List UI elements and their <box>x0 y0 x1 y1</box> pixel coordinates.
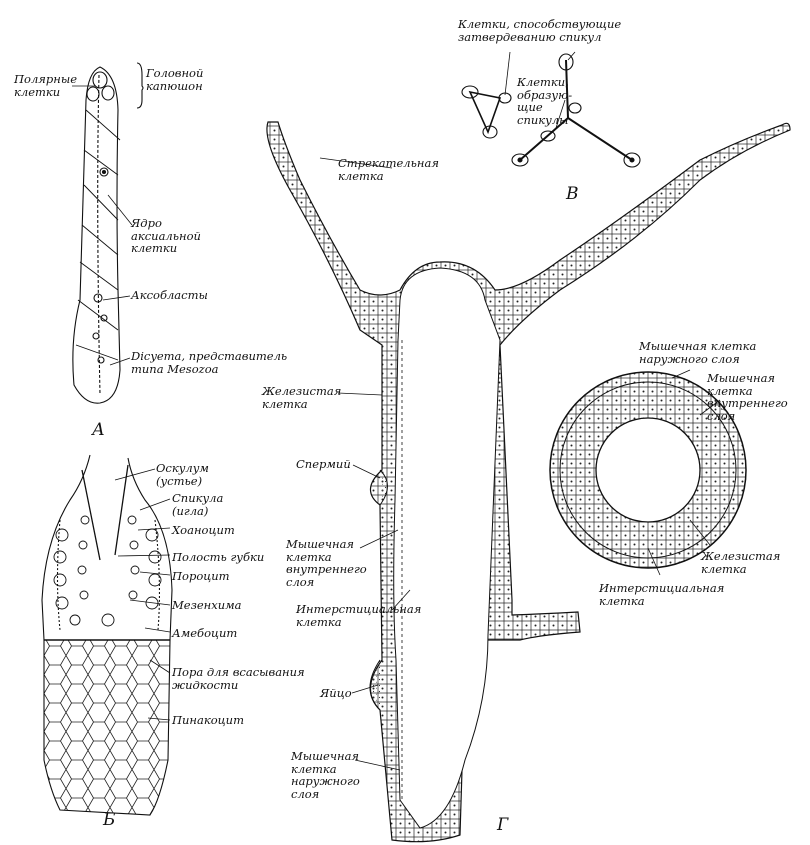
label-head-cap: Головной капюшон <box>146 66 204 93</box>
label-cnidocyte: Стрекательная клетка <box>338 156 439 183</box>
panel-letter-c: В <box>566 184 579 204</box>
label-interstitial: Интерстициальная клетка <box>296 602 422 629</box>
panel-letter-d: Г <box>497 815 509 835</box>
label-sponge-cavity: Полость губки <box>172 550 265 564</box>
label-mesenchyme: Мезенхима <box>172 598 242 612</box>
label-axoblasts: Аксобласты <box>131 288 208 302</box>
panel-a-dicyema <box>72 62 144 404</box>
label-gland-cell: Железистая клетка <box>262 384 342 411</box>
label-section-muscle-inner: Мышечная клетка внутреннего слоя <box>707 371 788 423</box>
label-forming-cells: Клетки, образую- щие спикулы <box>517 75 573 127</box>
label-section-gland: Железистая клетка <box>701 549 781 576</box>
label-spicule: Спикула (игла) <box>172 491 224 518</box>
label-axial-nucleus: Ядро аксиальной клетки <box>131 216 201 255</box>
label-muscle-outer: Мышечная клетка наружного слоя <box>291 749 360 801</box>
panel-d-hydra <box>266 121 791 843</box>
label-pinacocyte: Пинакоцит <box>172 713 244 727</box>
label-polar-cells: Полярные клетки <box>14 72 77 99</box>
label-spermary: Спермий <box>296 457 351 471</box>
label-muscle-inner: Мышечная клетка внутреннего слоя <box>286 537 367 589</box>
panel-letter-a: А <box>92 420 105 440</box>
label-section-muscle-outer: Мышечная клетка наружного слоя <box>639 339 757 366</box>
panel-letter-b: Б <box>103 810 116 830</box>
label-hardening-cells: Клетки, способствующие затвердеванию спи… <box>458 17 622 44</box>
label-pore: Пора для всасывания жидкости <box>172 665 305 692</box>
panel-c-spicule <box>461 51 641 168</box>
panel-b-sponge <box>41 454 173 816</box>
label-osculum: Оскулум (устье) <box>156 461 209 488</box>
label-amoebocyte: Амебоцит <box>172 626 238 640</box>
label-choanocyte: Хоаноцит <box>172 523 235 537</box>
label-egg: Яйцо <box>320 686 352 700</box>
label-section-interstitial: Интерстициальная клетка <box>599 581 725 608</box>
panel-section <box>549 369 747 576</box>
label-dicyema: Dicyema, представитель типа Mesozoa <box>131 349 288 376</box>
label-porocyte: Пороцит <box>172 569 230 583</box>
